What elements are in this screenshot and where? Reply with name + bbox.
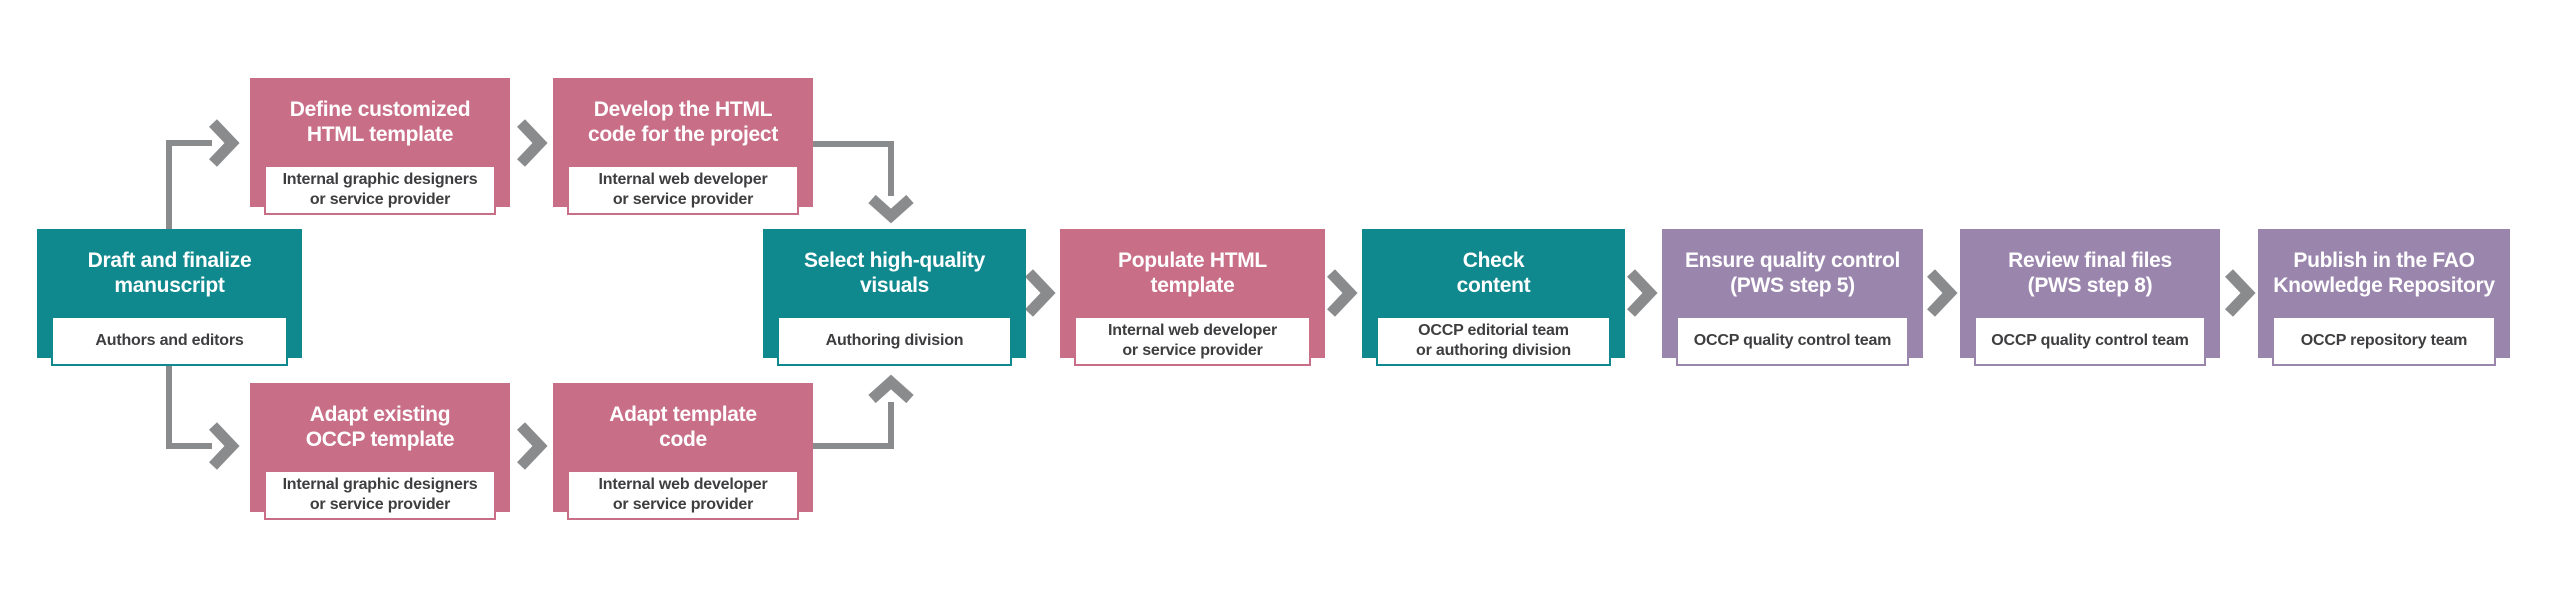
arrow-right-icon [1327, 269, 1358, 317]
arrow-right-icon [1927, 269, 1958, 317]
step-actor-label: Internal web developer or service provid… [567, 470, 799, 520]
arrow-right-icon [209, 422, 240, 470]
step-ensure-quality-control: Ensure quality control (PWS step 5) OCCP… [1662, 229, 1923, 366]
step-actor-label: OCCP quality control team [1974, 316, 2206, 366]
arrow-right-icon [209, 119, 240, 167]
step-develop-html-code: Develop the HTML code for the project In… [553, 78, 813, 215]
arrow-up-icon [868, 374, 914, 404]
step-title: Develop the HTML code for the project [587, 97, 779, 146]
adaptcode-to-select-connector-line [813, 402, 894, 449]
step-adapt-template-code: Adapt template code Internal web develop… [553, 383, 813, 520]
arrow-right-icon [2225, 269, 2256, 317]
step-title: Draft and finalize manuscript [87, 248, 252, 297]
step-check-content: Check content OCCP editorial team or aut… [1362, 229, 1625, 366]
step-title: Define customized HTML template [289, 97, 471, 146]
step-title: Ensure quality control (PWS step 5) [1684, 248, 1901, 297]
arrow-down-icon [868, 194, 914, 224]
step-title: Adapt existing OCCP template [305, 402, 455, 451]
arrow-right-icon [517, 422, 548, 470]
step-actor-label: OCCP quality control team [1676, 316, 1909, 366]
step-publish-fao-knowledge-repository: Publish in the FAO Knowledge Repository … [2258, 229, 2510, 366]
step-actor-label: Internal web developer or service provid… [1074, 316, 1311, 366]
step-title: Publish in the FAO Knowledge Repository [2273, 248, 2495, 297]
step-title: Check content [1456, 248, 1531, 297]
step-draft-and-finalize-manuscript: Draft and finalize manuscript Authors an… [37, 229, 302, 366]
arrow-right-icon [517, 119, 548, 167]
step-populate-html-template: Populate HTML template Internal web deve… [1060, 229, 1325, 366]
step-title: Review final files (PWS step 8) [2008, 248, 2172, 297]
step-actor-label: Authoring division [777, 316, 1012, 366]
step-actor-label: Internal graphic designers or service pr… [264, 165, 496, 215]
arrow-right-icon [1627, 269, 1658, 317]
step-actor-label: OCCP editorial team or authoring divisio… [1376, 316, 1611, 366]
step-title: Adapt template code [609, 402, 757, 451]
step-actor-label: Internal graphic designers or service pr… [264, 470, 496, 520]
step-actor-label: Internal web developer or service provid… [567, 165, 799, 215]
step-actor-label: Authors and editors [51, 316, 288, 366]
step-review-final-files: Review final files (PWS step 8) OCCP qua… [1960, 229, 2220, 366]
step-title: Select high-quality visuals [804, 248, 985, 297]
step-actor-label: OCCP repository team [2272, 316, 2496, 366]
step-adapt-existing-occp-template: Adapt existing OCCP template Internal gr… [250, 383, 510, 520]
arrow-right-icon [1025, 269, 1056, 317]
develop-to-select-connector-line [813, 141, 894, 196]
step-select-high-quality-visuals: Select high-quality visuals Authoring di… [763, 229, 1026, 366]
step-title: Populate HTML template [1118, 248, 1267, 297]
step-define-customized-html-template: Define customized HTML template Internal… [250, 78, 510, 215]
